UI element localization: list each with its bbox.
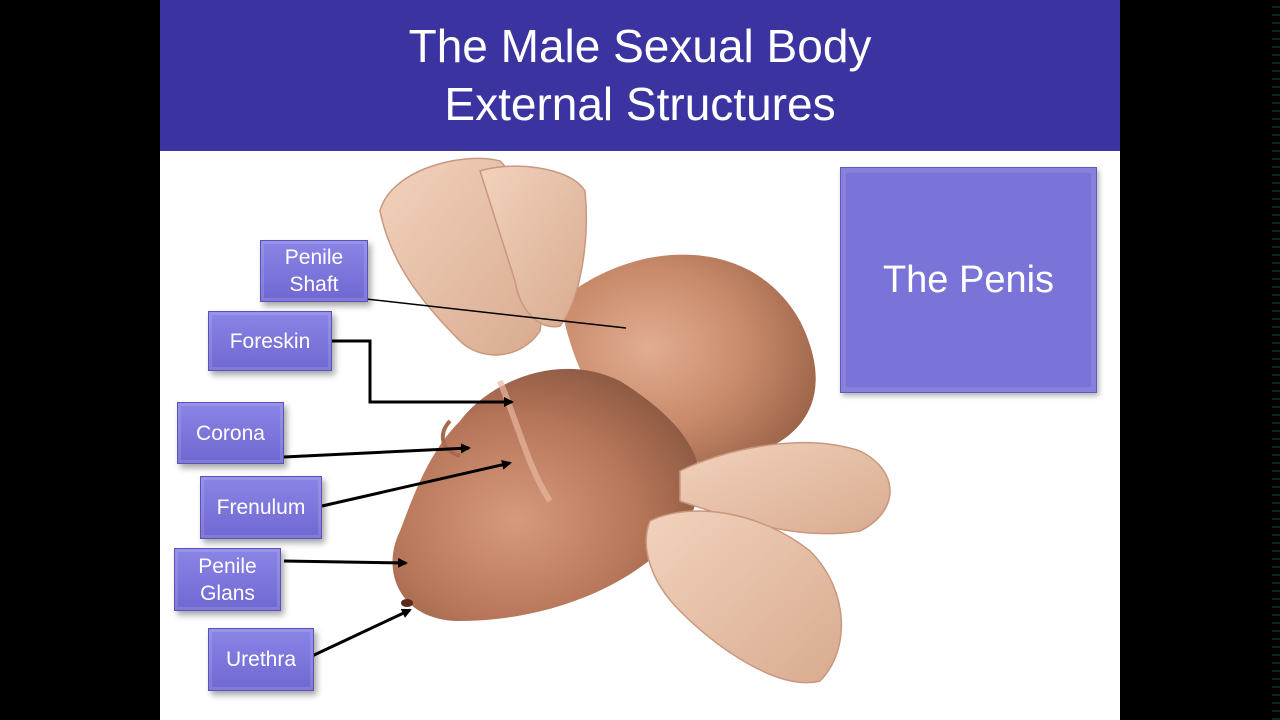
lower-finger-2	[645, 510, 843, 684]
upper-finger-2	[479, 165, 588, 328]
label-corona: Corona	[177, 402, 284, 464]
penile-glans-pointer	[283, 557, 408, 568]
label-penile-shaft: Penile Shaft	[260, 240, 368, 302]
label-foreskin: Foreskin	[208, 311, 332, 371]
slide: The Male Sexual Body External Structures	[160, 0, 1120, 720]
label-frenulum: Frenulum	[200, 476, 322, 539]
label-penile-glans: Penile Glans	[174, 548, 281, 611]
main-topic-box: The Penis	[840, 167, 1097, 393]
right-edge-strip	[1272, 0, 1280, 720]
title-bar: The Male Sexual Body External Structures	[160, 0, 1120, 151]
corona-pointer	[283, 443, 471, 459]
corona-shape	[440, 419, 461, 458]
title-line-1: The Male Sexual Body	[408, 20, 872, 72]
title-line-2: External Structures	[444, 78, 836, 130]
urethra-opening	[401, 599, 413, 607]
label-urethra: Urethra	[208, 628, 314, 691]
frenulum-pointer	[321, 459, 512, 508]
penile-shaft-pointer	[365, 298, 627, 329]
urethra-pointer	[311, 608, 412, 658]
anatomy-illustration	[283, 157, 891, 684]
foreskin-pointer	[332, 339, 514, 407]
